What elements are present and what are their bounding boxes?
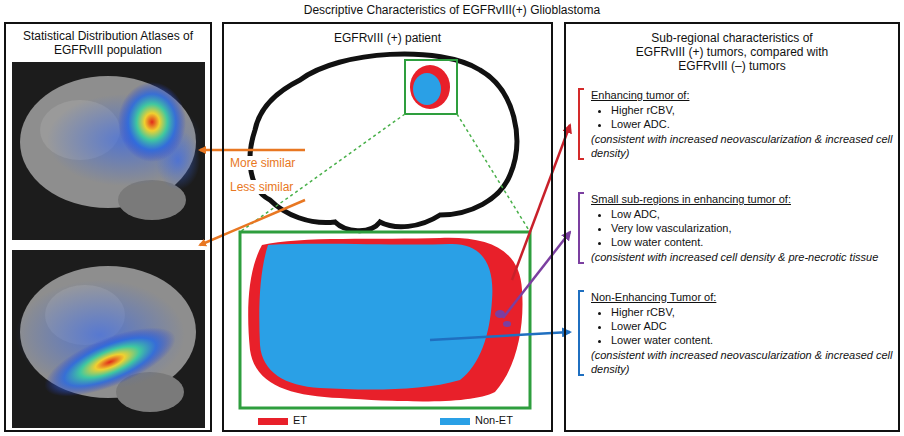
panel-box: Statistical Distribution Atlases of EGFR… <box>4 22 212 432</box>
bullet-item: Higher rCBV, <box>611 103 894 117</box>
arrow-label: Less similar <box>228 180 295 194</box>
bullet-text: Higher rCBV, <box>611 306 675 318</box>
legend-swatch <box>258 418 288 425</box>
bullet-item: Low water content. <box>611 235 894 249</box>
pre-necrotic-spot <box>503 321 511 327</box>
section-bracket <box>578 88 584 160</box>
panel-heading: Sub-regional characteristics of EGFRvIII… <box>632 31 832 73</box>
finding-group: Enhancing tumor of: Higher rCBV, Lower ADC… <box>578 88 894 160</box>
arrow-label: More similar <box>228 156 297 170</box>
section-heading: Enhancing tumor of: <box>591 88 894 102</box>
mri-background <box>12 62 205 240</box>
bullet-list: Low ADC, Very low vascularization, Low wat… <box>591 207 894 249</box>
zoom-box <box>405 60 457 114</box>
legend-item: Non-ET <box>440 414 513 427</box>
non-enhancing-tumor <box>259 244 492 390</box>
section-bracket <box>578 192 584 264</box>
bullet-text: Very low vascularization, <box>611 222 731 234</box>
bullet-item: Lower ADC <box>611 319 894 333</box>
section-note: (consistent with increased cell density … <box>591 250 894 264</box>
bullet-text: Lower ADC <box>611 320 667 332</box>
region-arrow <box>512 125 570 280</box>
small-tumor-core <box>413 73 441 105</box>
small-tumor-enhancing <box>410 65 450 109</box>
similarity-arrow <box>200 200 305 245</box>
section-heading: Small sub-regions in enhancing tumor of: <box>591 192 894 206</box>
brain-outline <box>250 54 517 231</box>
bullet-text: Lower ADC. <box>611 118 670 130</box>
bullet-item: Lower water content. <box>611 333 894 347</box>
legend-text: ET <box>293 414 307 426</box>
section-bracket <box>578 290 584 376</box>
zoom-line <box>457 114 530 232</box>
legend-item: ET <box>258 414 307 427</box>
diagram-title: Descriptive Characteristics of EGFRvIII(… <box>0 3 904 18</box>
heat-map <box>36 314 184 411</box>
section-heading: Non-Enhancing Tumor of: <box>591 290 894 304</box>
finding-group: Non-Enhancing Tumor of: Higher rCBV, Lower… <box>578 290 894 376</box>
bullet-text: Lower water content. <box>611 334 713 346</box>
panel-heading: Statistical Distribution Atlases of EGFR… <box>18 29 198 57</box>
bullet-item: Lower ADC. <box>611 117 894 131</box>
enhancing-tumor <box>248 238 522 402</box>
section-note: (consistent with increased neovasculariz… <box>591 348 894 376</box>
region-arrow <box>430 332 570 340</box>
bullet-item: Low ADC, <box>611 207 894 221</box>
bullet-list: Higher rCBV, Lower ADC Lower water content… <box>591 305 894 347</box>
bullet-item: Higher rCBV, <box>611 305 894 319</box>
mri-background <box>12 250 205 428</box>
heat-map <box>118 82 186 162</box>
zoom-line <box>240 114 405 232</box>
legend-swatch <box>440 418 470 425</box>
zoom-frame <box>240 232 530 408</box>
bullet-text: Low water content. <box>611 236 703 248</box>
similarity-arrow <box>200 149 305 152</box>
legend-text: Non-ET <box>475 414 513 426</box>
bullet-list: Higher rCBV, Lower ADC. <box>591 103 894 131</box>
panel-box: Sub-regional characteristics of EGFRvIII… <box>564 22 900 432</box>
panel-heading: EGFRvIII (+) patient <box>238 31 538 45</box>
finding-group: Small sub-regions in enhancing tumor of:… <box>578 192 894 264</box>
section-note: (consistent with increased neovasculariz… <box>591 132 894 160</box>
region-arrow <box>503 232 570 318</box>
bullet-text: Higher rCBV, <box>611 104 675 116</box>
bullet-item: Very low vascularization, <box>611 221 894 235</box>
bullet-text: Low ADC, <box>611 208 660 220</box>
panel-box: EGFRvIII (+) patient <box>222 22 553 432</box>
